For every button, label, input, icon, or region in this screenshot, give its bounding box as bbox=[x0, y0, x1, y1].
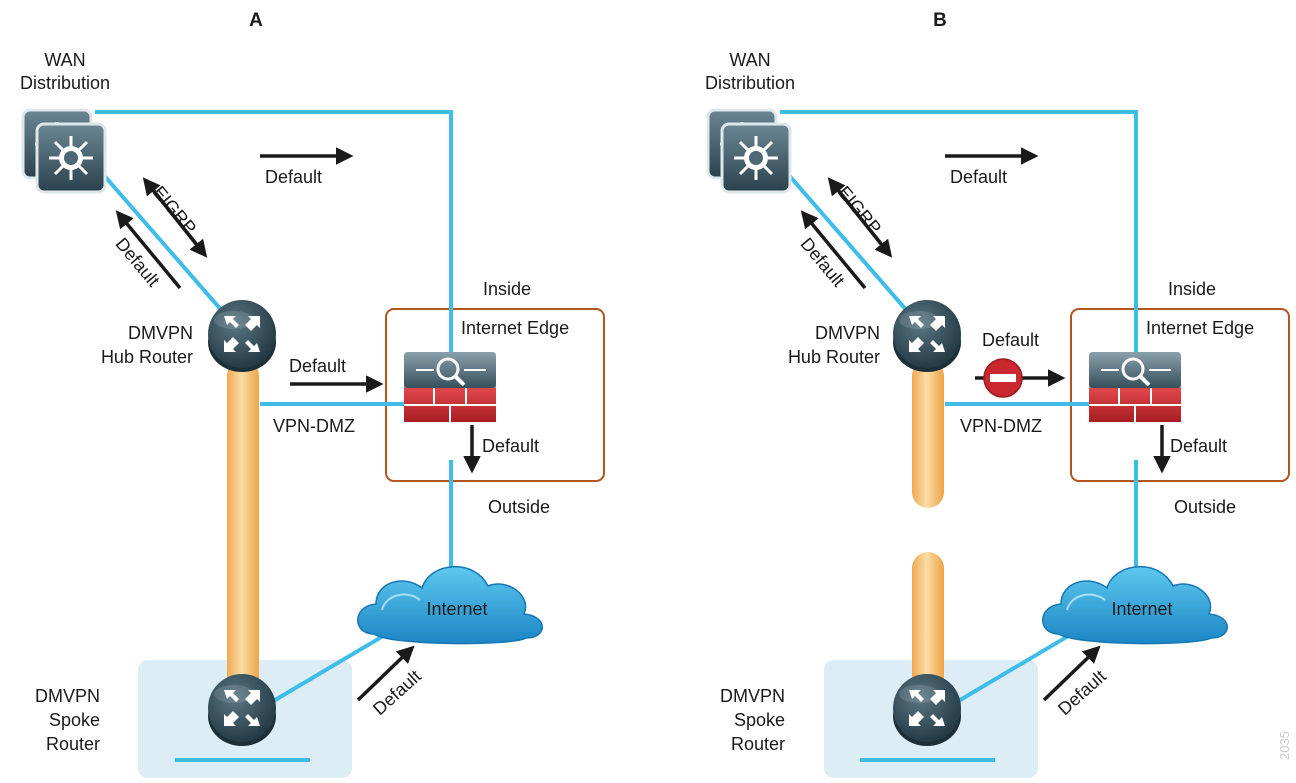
hub-router-icon bbox=[893, 300, 961, 372]
firewall-icon bbox=[402, 350, 498, 424]
default-eigrp-label: Default bbox=[797, 234, 849, 291]
dmvpn-tunnel bbox=[227, 360, 259, 700]
panel-title: A bbox=[249, 10, 263, 31]
hub-router-label-line1: DMVPN bbox=[128, 323, 193, 343]
internet-edge-box bbox=[1070, 308, 1290, 482]
arrows bbox=[115, 147, 481, 702]
default-hub-label: Default bbox=[982, 330, 1039, 350]
blocked-icon bbox=[983, 358, 1023, 398]
hub-router-label-line1: DMVPN bbox=[815, 323, 880, 343]
wan-distribution-label-line1: WAN bbox=[729, 50, 770, 70]
arrow-default-spoke bbox=[1042, 645, 1101, 702]
default-wan-label: Default bbox=[950, 167, 1007, 187]
default-outside-label: Default bbox=[482, 436, 539, 456]
hub-router-label-line2: Hub Router bbox=[101, 347, 193, 367]
default-wan-label: Default bbox=[265, 167, 322, 187]
arrows bbox=[800, 147, 1171, 702]
arrow-eigrp-up bbox=[827, 177, 892, 257]
internet-label: Internet bbox=[426, 599, 487, 619]
panel-title: B bbox=[933, 10, 947, 31]
default-spoke-label: Default bbox=[1054, 666, 1110, 719]
wan-distribution-label-line1: WAN bbox=[44, 50, 85, 70]
spoke-router-label-line1: DMVPN bbox=[35, 686, 100, 706]
vpn-dmz-label: VPN-DMZ bbox=[273, 416, 355, 436]
internet-edge-label: Internet Edge bbox=[461, 318, 569, 338]
inside-label: Inside bbox=[1168, 279, 1216, 299]
panel-b: B bbox=[705, 10, 1290, 778]
wan-distribution-switch-icon bbox=[23, 110, 105, 192]
spoke-router-label-line3: Router bbox=[46, 734, 100, 754]
arrow-default-spoke bbox=[356, 645, 415, 702]
default-spoke-label: Default bbox=[369, 666, 425, 719]
spoke-router-label-line2: Spoke bbox=[734, 710, 785, 730]
panel-a: A WAN bbox=[20, 10, 605, 778]
hub-router-label-line2: Hub Router bbox=[788, 347, 880, 367]
figure-number: 2035 bbox=[1277, 731, 1292, 760]
outside-label: Outside bbox=[1174, 497, 1236, 517]
hub-router-icon bbox=[208, 300, 276, 372]
spoke-router-icon bbox=[208, 674, 276, 746]
arrow-default-up bbox=[800, 210, 867, 290]
arrow-eigrp-up bbox=[142, 177, 207, 257]
wan-distribution-switch-icon bbox=[708, 110, 790, 192]
spoke-router-label-line1: DMVPN bbox=[720, 686, 785, 706]
eigrp-label: EIGRP bbox=[834, 182, 885, 238]
vpn-dmz-label: VPN-DMZ bbox=[960, 416, 1042, 436]
default-outside-label: Default bbox=[1170, 436, 1227, 456]
spoke-router-label-line2: Spoke bbox=[49, 710, 100, 730]
links bbox=[778, 110, 1138, 762]
arrow-default-up bbox=[115, 210, 182, 290]
internet-label: Internet bbox=[1111, 599, 1172, 619]
internet-edge-label: Internet Edge bbox=[1146, 318, 1254, 338]
default-eigrp-label: Default bbox=[112, 234, 164, 291]
inside-label: Inside bbox=[483, 279, 531, 299]
wan-distribution-label-line2: Distribution bbox=[705, 73, 795, 93]
spoke-router-label-line3: Router bbox=[731, 734, 785, 754]
wan-distribution-label-line2: Distribution bbox=[20, 73, 110, 93]
internet-edge-box bbox=[385, 308, 605, 482]
dmvpn-tunnel-upper bbox=[912, 360, 944, 508]
outside-label: Outside bbox=[488, 497, 550, 517]
dmvpn-tunnel-lower bbox=[912, 552, 944, 700]
spoke-router-icon bbox=[893, 674, 961, 746]
firewall-icon bbox=[1087, 350, 1183, 424]
eigrp-label: EIGRP bbox=[149, 182, 200, 238]
links bbox=[93, 110, 453, 762]
default-hub-label: Default bbox=[289, 356, 346, 376]
